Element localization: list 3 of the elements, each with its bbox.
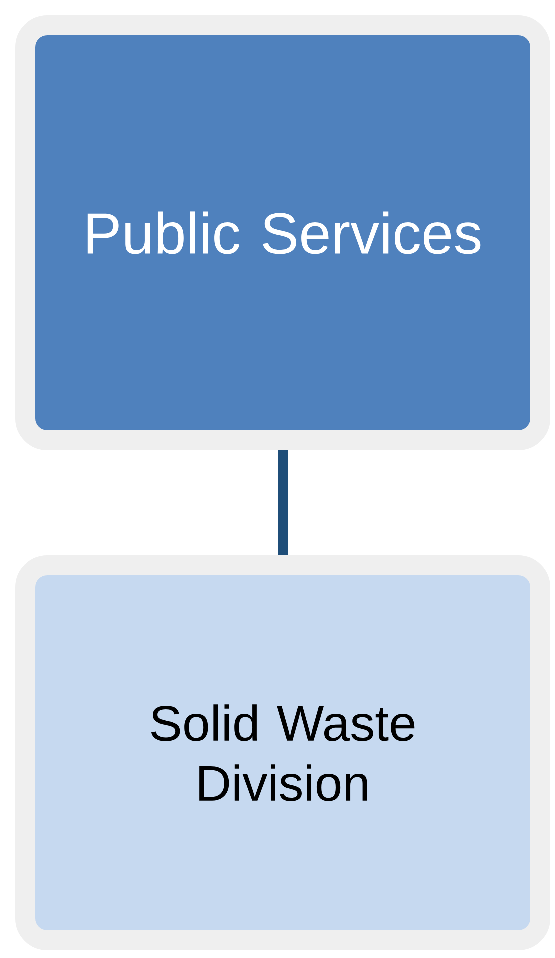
connector-line: [278, 450, 288, 556]
org-box: Public Services: [16, 15, 550, 450]
division-box: Solid Waste Division: [16, 556, 550, 950]
